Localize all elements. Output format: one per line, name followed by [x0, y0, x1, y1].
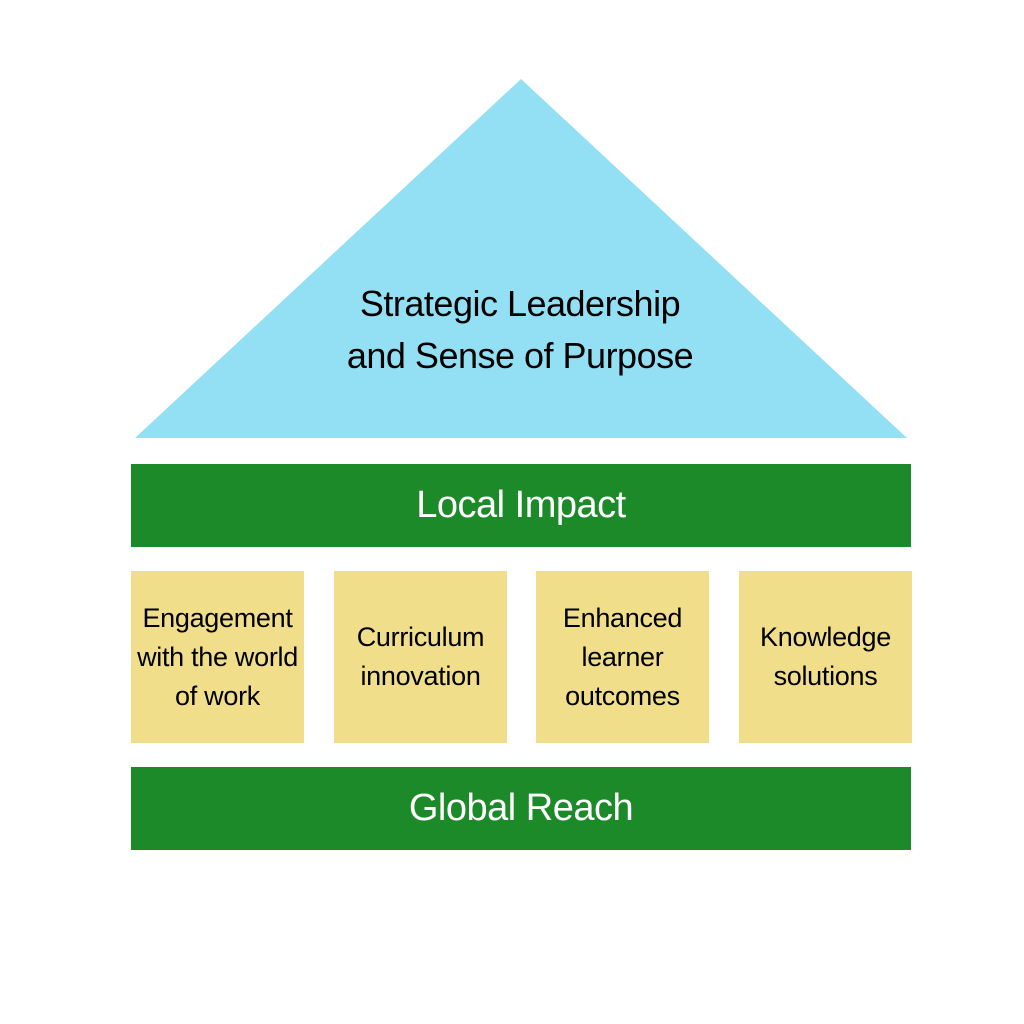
pillar-line: solutions	[773, 661, 878, 691]
pillar-line: innovation	[360, 661, 481, 691]
pillar-engagement: Engagement with the world of work	[131, 571, 304, 743]
roof-shape	[135, 79, 907, 438]
pillar-line: Engagement	[142, 602, 293, 633]
pillar-line: Enhanced	[562, 602, 683, 633]
pillar-curriculum: Curriculum innovation	[334, 571, 507, 743]
roof-label: Strategic Leadership and Sense of Purpos…	[260, 278, 780, 382]
local-impact-label: Local Impact	[416, 484, 626, 526]
roof-label-line-2: and Sense of Purpose	[346, 335, 694, 376]
pillar-line: with the world	[137, 641, 298, 672]
local-impact-bar: Local Impact	[131, 464, 911, 547]
global-reach-label: Global Reach	[408, 787, 634, 829]
pillar-line: outcomes	[565, 680, 680, 711]
pillar-line: of work	[175, 680, 260, 711]
pillar-line: learner	[581, 641, 664, 672]
pillar-learner-outcomes: Enhanced learner outcomes	[536, 571, 709, 743]
pillar-line: Knowledge	[760, 622, 891, 652]
pillar-line: Curriculum	[356, 622, 485, 652]
roof-label-line-1: Strategic Leadership	[359, 283, 681, 324]
global-reach-bar: Global Reach	[131, 767, 911, 850]
pillar-knowledge: Knowledge solutions	[739, 571, 912, 743]
